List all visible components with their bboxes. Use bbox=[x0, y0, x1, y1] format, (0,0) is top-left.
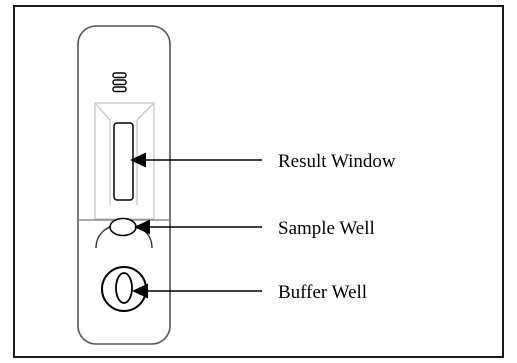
grip-ridges-icon bbox=[112, 72, 127, 93]
sample-well-arrow bbox=[134, 219, 262, 235]
buffer-well-label: Buffer Well bbox=[278, 282, 367, 303]
sample-well bbox=[109, 217, 137, 237]
buffer-well-arrow bbox=[132, 283, 262, 299]
buffer-well-inner bbox=[115, 272, 133, 304]
result-window-arrow bbox=[130, 152, 262, 168]
result-window-label: Result Window bbox=[278, 151, 396, 172]
figure-frame bbox=[13, 5, 504, 358]
result-window bbox=[113, 122, 134, 201]
sample-well-label: Sample Well bbox=[278, 218, 375, 239]
